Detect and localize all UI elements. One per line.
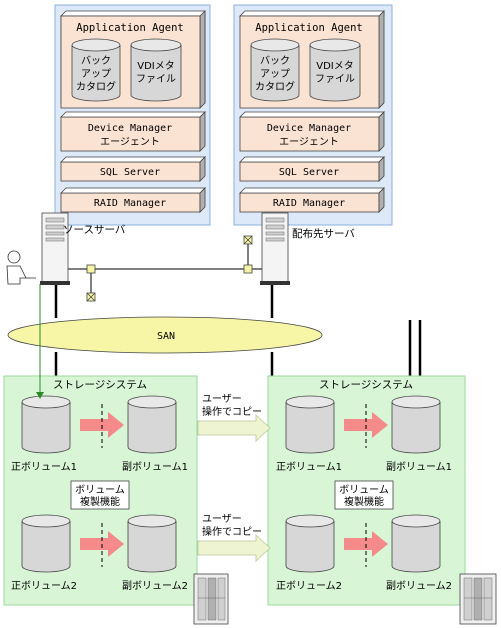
network-junction-icon xyxy=(86,264,96,274)
san-ellipse xyxy=(7,316,323,354)
left-storage-cabinet-icon xyxy=(193,573,229,625)
source-server-tower-icon xyxy=(40,212,70,285)
terminator-icon xyxy=(86,292,96,302)
left-primary-volume-2-cylinder xyxy=(21,514,71,573)
right-catalog-line-1: バック xyxy=(260,55,290,67)
right-storage-title: ストレージシステム xyxy=(319,379,413,391)
left-secondary-volume-2-label: 副ボリューム2 xyxy=(122,580,188,592)
right-agent-title: Application Agent xyxy=(255,22,362,34)
right-secondary-volume-2-cylinder xyxy=(391,514,441,573)
right-sql-server-label: SQL Server xyxy=(279,167,339,178)
left-sql-server-box: SQL Server xyxy=(60,156,206,182)
terminator-icon xyxy=(243,235,253,245)
right-primary-volume-2-cylinder xyxy=(285,514,335,573)
copy-arrow-1-line-2: 操作でコピー xyxy=(202,405,262,418)
left-secondary-volume-1-label: 副ボリューム1 xyxy=(122,461,188,473)
san-label: SAN xyxy=(157,331,175,342)
left-backup-catalog-cylinder: バック アップ カタログ xyxy=(71,38,121,102)
left-vdi-line-2: ファイル xyxy=(136,74,176,85)
user-icon xyxy=(6,250,36,285)
left-storage-title: ストレージシステム xyxy=(53,379,147,391)
right-raid-manager-label: RAID Manager xyxy=(273,198,345,209)
right-raid-manager-box: RAID Manager xyxy=(239,187,385,213)
left-primary-volume-1-cylinder xyxy=(21,395,71,454)
right-catalog-line-2: アップ xyxy=(260,68,290,80)
left-catalog-line-1: バック xyxy=(81,55,111,67)
left-replication-function-box xyxy=(70,480,130,510)
left-vdi-meta-cylinder: VDIメタ ファイル xyxy=(130,38,182,102)
right-vdi-meta-cylinder: VDIメタ ファイル xyxy=(309,38,361,102)
right-replication-function-box xyxy=(334,480,394,510)
left-catalog-line-3: カタログ xyxy=(76,80,116,93)
left-primary-volume-2-label: 正ボリューム2 xyxy=(11,580,77,592)
right-sql-server-box: SQL Server xyxy=(239,156,385,182)
right-secondary-volume-2-label: 副ボリューム2 xyxy=(386,580,452,592)
right-backup-catalog-cylinder: バック アップ カタログ xyxy=(250,38,300,102)
copy-arrow-2-line-2: 操作でコピー xyxy=(202,525,262,538)
copy-arrow-2-line-1: ユーザー xyxy=(202,513,242,525)
right-catalog-line-3: カタログ xyxy=(255,80,295,93)
right-storage-system: ストレージシステム 正ボリューム1 副ボリューム1 ボリューム 複製機能 正ボリ… xyxy=(267,375,466,606)
user-copy-arrow-2: ユーザー 操作でコピー xyxy=(197,513,271,562)
right-secondary-volume-1-cylinder xyxy=(391,395,441,454)
left-vdi-line-1: VDIメタ xyxy=(137,60,175,72)
right-replication-line-2: 複製機能 xyxy=(344,495,384,508)
left-secondary-volume-2-cylinder xyxy=(127,514,177,573)
left-raid-manager-box: RAID Manager xyxy=(60,187,206,213)
right-device-manager-line-2: エージェント xyxy=(279,137,339,148)
right-vdi-line-1: VDIメタ xyxy=(316,60,354,72)
left-storage-system: ストレージシステム 正ボリューム1 副ボリューム1 ボリューム 複製機能 正ボリ… xyxy=(3,375,198,606)
right-primary-volume-2-label: 正ボリューム2 xyxy=(276,580,342,592)
left-device-manager-line-2: エージェント xyxy=(100,137,160,148)
left-sql-server-label: SQL Server xyxy=(100,167,160,178)
left-server-panel: Application Agent バック アップ カタログ VDIメタ ファイ… xyxy=(54,4,211,226)
copy-arrow-1-line-1: ユーザー xyxy=(202,393,242,405)
right-vdi-line-2: ファイル xyxy=(315,74,355,85)
network-links xyxy=(54,244,422,376)
left-device-manager-line-1: Device Manager xyxy=(88,123,172,134)
right-primary-volume-1-cylinder xyxy=(285,395,335,454)
left-raid-manager-label: RAID Manager xyxy=(94,198,166,209)
left-device-manager-box: Device Manager エージェント xyxy=(60,111,206,152)
left-replication-line-2: 複製機能 xyxy=(80,495,120,508)
right-secondary-volume-1-label: 副ボリューム1 xyxy=(386,461,452,473)
user-copy-arrow-1: ユーザー 操作でコピー xyxy=(197,393,271,442)
right-device-manager-line-1: Device Manager xyxy=(267,123,351,134)
left-replication-line-1: ボリューム xyxy=(75,484,125,496)
network-junction-icon xyxy=(243,264,253,274)
left-primary-volume-1-label: 正ボリューム1 xyxy=(11,461,77,473)
right-primary-volume-1-label: 正ボリューム1 xyxy=(276,461,342,473)
left-secondary-volume-1-cylinder xyxy=(127,395,177,454)
right-storage-cabinet-icon xyxy=(459,573,497,625)
left-agent-title: Application Agent xyxy=(76,22,183,34)
target-server-label: 配布先サーバ xyxy=(292,228,355,240)
source-server-label: ソースサーバ xyxy=(63,224,126,236)
right-replication-line-1: ボリューム xyxy=(339,484,389,496)
left-catalog-line-2: アップ xyxy=(81,68,111,80)
right-server-panel: Application Agent バック アップ カタログ VDIメタ ファイ… xyxy=(233,4,393,226)
target-server-tower-icon xyxy=(260,212,290,285)
right-device-manager-box: Device Manager エージェント xyxy=(239,111,385,152)
